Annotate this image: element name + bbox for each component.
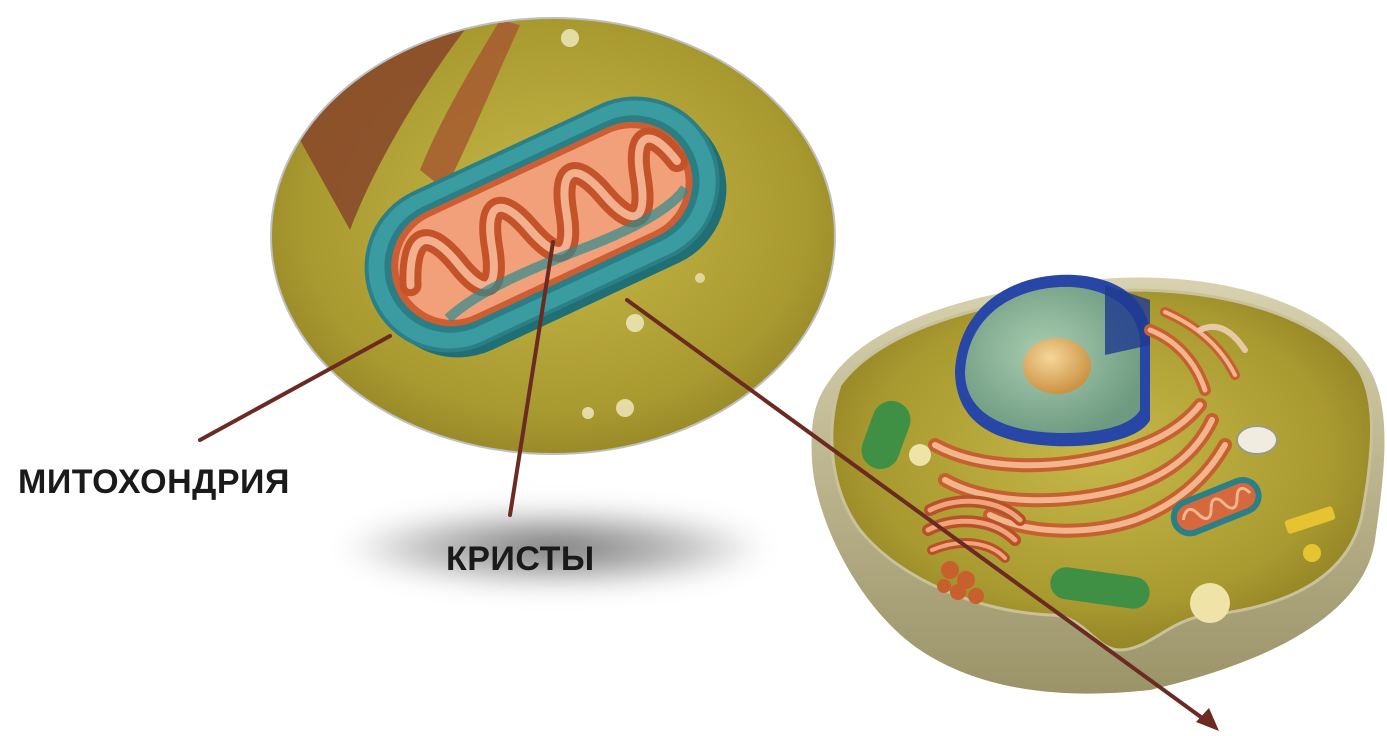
- cristae-label: КРИСТЫ: [446, 540, 595, 579]
- vesicle: [561, 29, 579, 47]
- animal-cell: [812, 275, 1385, 694]
- vesicle: [909, 444, 931, 466]
- vesicle: [582, 407, 594, 419]
- zoom-circle: [260, 10, 850, 470]
- mitochondrion-label: МИТОХОНДРИЯ: [18, 463, 290, 502]
- vesicle: [695, 273, 705, 283]
- vesicle: [616, 399, 634, 417]
- vesicle: [1190, 583, 1230, 623]
- vesicle: [626, 314, 644, 332]
- vacuole: [1237, 426, 1277, 454]
- arrowhead-icon: [1196, 708, 1219, 731]
- nucleolus: [1023, 338, 1091, 394]
